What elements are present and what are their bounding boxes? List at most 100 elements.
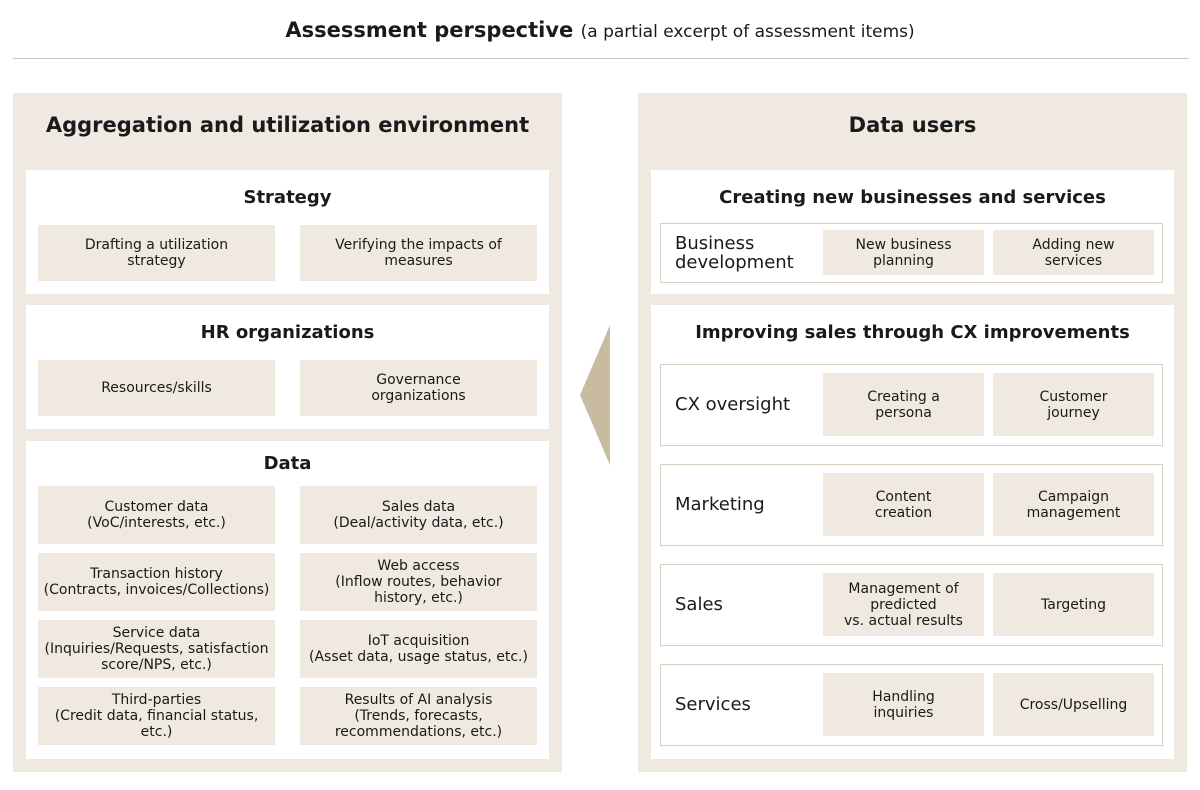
cell-line: measures bbox=[384, 253, 453, 269]
row-label: Services bbox=[675, 665, 751, 744]
cell-line: Resources/skills bbox=[101, 380, 212, 396]
cell-line: Verifying the impacts of bbox=[335, 237, 502, 253]
data-item: IoT acquisition (Asset data, usage statu… bbox=[300, 620, 537, 678]
right-panel-title: Data users bbox=[848, 113, 977, 137]
cell-line: (Trends, forecasts, bbox=[354, 708, 483, 724]
cell-line: Transaction history bbox=[90, 566, 223, 582]
cell-line: Governance bbox=[376, 372, 461, 388]
left-panel: Aggregation and utilization environment … bbox=[13, 93, 562, 772]
cell-line: Web access bbox=[377, 558, 460, 574]
data-item: Transaction history (Contracts, invoices… bbox=[38, 553, 275, 611]
row-label: Sales bbox=[675, 565, 723, 644]
row-label-line: development bbox=[675, 251, 794, 273]
hr-item: Resources/skills bbox=[38, 360, 275, 416]
data-title: Data bbox=[263, 453, 312, 474]
row-item: Content creation bbox=[823, 473, 984, 536]
cell-line: score/NPS, etc.) bbox=[101, 657, 212, 673]
cell-line: Management of bbox=[848, 580, 959, 597]
hr-card: HR organizations Resources/skills Govern… bbox=[26, 305, 549, 429]
cell-line: Creating a bbox=[867, 388, 940, 405]
data-item: Web access (Inflow routes, behavior hist… bbox=[300, 553, 537, 611]
cell-line: Third-parties bbox=[111, 692, 202, 708]
cell-line: (Inflow routes, behavior bbox=[335, 574, 502, 590]
strategy-card: Strategy Drafting a utilization strategy… bbox=[26, 170, 549, 294]
cell-line: Customer bbox=[1039, 388, 1108, 405]
row-item: Targeting bbox=[993, 573, 1154, 636]
cell-line: persona bbox=[875, 404, 932, 421]
row-label-line: Business bbox=[675, 232, 755, 254]
business-development-row: Business development New business planni… bbox=[660, 223, 1163, 283]
cell-line: history, etc.) bbox=[374, 590, 463, 606]
cell-line: Campaign bbox=[1037, 488, 1110, 505]
sales-row: Sales Management of predicted vs. actual… bbox=[660, 564, 1163, 646]
marketing-row: Marketing Content creation Campaign mana… bbox=[660, 464, 1163, 546]
cell-line: (Contracts, invoices/Collections) bbox=[43, 582, 270, 598]
page-title: Assessment perspective (a partial excerp… bbox=[0, 18, 1200, 42]
cell-line: Customer data bbox=[104, 499, 209, 515]
left-panel-title: Aggregation and utilization environment bbox=[45, 113, 530, 137]
cell-line: predicted bbox=[870, 596, 937, 613]
title-divider bbox=[13, 58, 1189, 59]
cx-title: Improving sales through CX improvements bbox=[695, 322, 1130, 343]
row-item: Customer journey bbox=[993, 373, 1154, 436]
page-subtitle: (a partial excerpt of assessment items) bbox=[580, 22, 915, 42]
row-label-line: Services bbox=[675, 694, 751, 715]
cell-line: inquiries bbox=[873, 704, 934, 721]
strategy-title: Strategy bbox=[243, 187, 332, 208]
cx-oversight-row: CX oversight Creating a persona Customer… bbox=[660, 364, 1163, 446]
data-item: Service data (Inquiries/Requests, satisf… bbox=[38, 620, 275, 678]
cell-line: management bbox=[1026, 504, 1121, 521]
row-label: Business development bbox=[675, 224, 794, 281]
cell-line: planning bbox=[873, 252, 934, 269]
cell-line: Handling bbox=[872, 688, 935, 705]
data-item: Results of AI analysis (Trends, forecast… bbox=[300, 687, 537, 745]
cell-line: etc.) bbox=[140, 724, 173, 740]
row-item: Campaign management bbox=[993, 473, 1154, 536]
row-item: New business planning bbox=[823, 230, 984, 275]
cell-line: Content bbox=[875, 488, 932, 505]
cell-line: (VoC/interests, etc.) bbox=[87, 515, 226, 531]
cell-line: Adding new bbox=[1032, 236, 1115, 253]
row-item: Cross/Upselling bbox=[993, 673, 1154, 736]
row-label-line: CX oversight bbox=[675, 394, 791, 415]
cell-line: (Inquiries/Requests, satisfaction bbox=[44, 641, 269, 657]
cell-line: (Deal/activity data, etc.) bbox=[333, 515, 504, 531]
data-item: Third-parties (Credit data, financial st… bbox=[38, 687, 275, 745]
hr-item: Governance organizations bbox=[300, 360, 537, 416]
row-item: Creating a persona bbox=[823, 373, 984, 436]
row-item: Adding new services bbox=[993, 230, 1154, 275]
data-item: Customer data (VoC/interests, etc.) bbox=[38, 486, 275, 544]
cell-line: New business bbox=[855, 236, 952, 253]
cell-line: IoT acquisition bbox=[367, 633, 470, 649]
left-arrow-icon bbox=[580, 325, 610, 465]
strategy-item: Verifying the impacts of measures bbox=[300, 225, 537, 281]
cell-line: journey bbox=[1047, 404, 1100, 421]
row-item: Handling inquiries bbox=[823, 673, 984, 736]
cell-line: Cross/Upselling bbox=[1019, 696, 1128, 713]
services-row: Services Handling inquiries Cross/Upsell… bbox=[660, 664, 1163, 746]
strategy-item: Drafting a utilization strategy bbox=[38, 225, 275, 281]
cell-line: organizations bbox=[371, 388, 466, 404]
page-title-main: Assessment perspective bbox=[285, 18, 574, 42]
cell-line: services bbox=[1044, 252, 1103, 269]
cell-line: Targeting bbox=[1041, 596, 1106, 613]
new-business-title: Creating new businesses and services bbox=[719, 187, 1106, 208]
cell-line: Results of AI analysis bbox=[344, 692, 493, 708]
cell-line: (Credit data, financial status, bbox=[54, 708, 259, 724]
row-label: CX oversight bbox=[675, 365, 790, 444]
cell-line: vs. actual results bbox=[844, 612, 963, 629]
row-label-line: Sales bbox=[675, 594, 723, 615]
data-item: Sales data (Deal/activity data, etc.) bbox=[300, 486, 537, 544]
cell-line: (Asset data, usage status, etc.) bbox=[309, 649, 528, 665]
cx-card: Improving sales through CX improvements … bbox=[651, 305, 1174, 759]
cell-line: recommendations, etc.) bbox=[334, 724, 503, 740]
new-business-card: Creating new businesses and services Bus… bbox=[651, 170, 1174, 294]
data-card: Data Customer data (VoC/interests, etc.)… bbox=[26, 441, 549, 759]
cell-line: Drafting a utilization bbox=[84, 237, 229, 253]
cell-line: creation bbox=[874, 504, 933, 521]
row-label-line: Marketing bbox=[675, 494, 765, 515]
row-item: Management of predicted vs. actual resul… bbox=[823, 573, 984, 636]
row-label: Marketing bbox=[675, 465, 765, 544]
cell-line: Sales data bbox=[381, 499, 456, 515]
cell-line: strategy bbox=[127, 253, 186, 269]
